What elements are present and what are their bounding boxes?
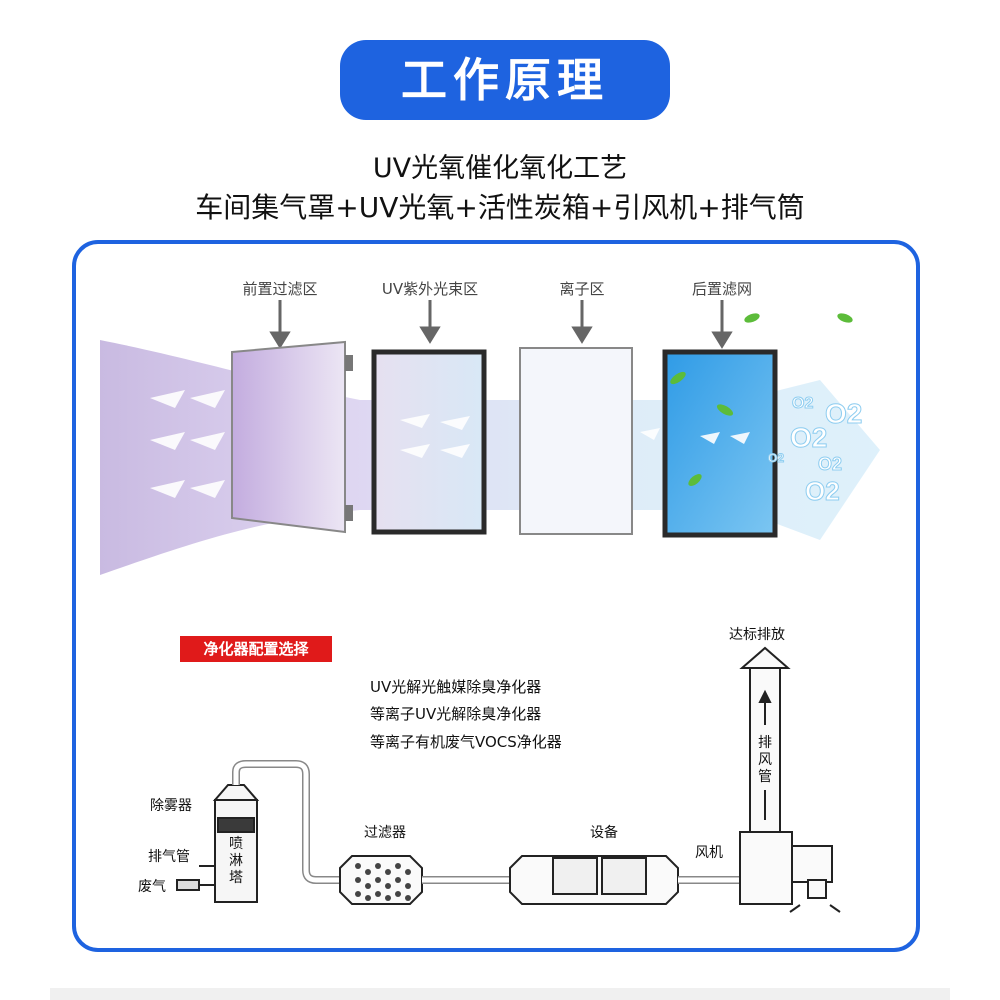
config-option: 等离子UV光解除臭净化器 <box>370 705 542 723</box>
waste-gas-inlet <box>176 879 200 891</box>
o2-label: O2 <box>792 395 813 412</box>
o2-label: O2 <box>790 422 827 453</box>
o2-label: O2 <box>768 451 784 465</box>
zone-label-uv: UV紫外光束区 <box>381 280 479 298</box>
process-chain-subtitle: 车间集气罩+UV光氧+活性炭箱+引风机+排气筒 <box>195 191 805 224</box>
label-demister: 除雾器 <box>150 798 192 814</box>
o2-label: O2 <box>825 398 862 429</box>
zone-arrows <box>269 300 733 349</box>
o2-label: O2 <box>805 476 840 506</box>
leaf-icons <box>670 313 853 486</box>
label-equipment: 设备 <box>590 825 618 841</box>
process-pipeline <box>176 646 841 913</box>
config-option: 等离子有机废气VOCS净化器 <box>370 733 562 751</box>
process-subtitle: UV光氧催化氧化工艺 <box>372 153 628 184</box>
label-spray-tower: 喷淋塔 <box>229 836 243 886</box>
o2-label: O2 <box>818 454 842 474</box>
label-exhaust-duct: 排风管 <box>758 735 772 785</box>
label-fan: 风机 <box>695 845 723 861</box>
flow-arrows <box>150 390 750 498</box>
label-exhaust-pipe: 排气管 <box>148 849 190 865</box>
tower-cap <box>212 784 260 801</box>
post-filter-panel <box>662 349 778 538</box>
label-waste-gas: 废气 <box>138 879 166 895</box>
zone-label-ion: 离子区 <box>559 280 605 298</box>
zone-label-pre-filter: 前置过滤区 <box>242 280 318 298</box>
ion-panel <box>519 347 633 535</box>
label-filter: 过滤器 <box>364 825 406 841</box>
label-discharge: 达标排放 <box>729 627 785 643</box>
config-option: UV光解光触媒除臭净化器 <box>370 678 542 696</box>
config-badge: 净化器配置选择 <box>180 636 332 662</box>
fan-unit <box>739 831 793 905</box>
bottom-divider <box>50 988 950 1000</box>
oxygen-bubbles: O2 O2 O2 O2 O2 O2 <box>768 395 863 507</box>
zone-label-post-filter: 后置滤网 <box>691 280 752 298</box>
stack-cap <box>739 646 791 669</box>
uv-light-panel <box>371 349 487 535</box>
pre-filter-panel <box>231 340 353 534</box>
demister-mesh <box>217 817 255 833</box>
page-title: 工作原理 <box>340 40 670 120</box>
